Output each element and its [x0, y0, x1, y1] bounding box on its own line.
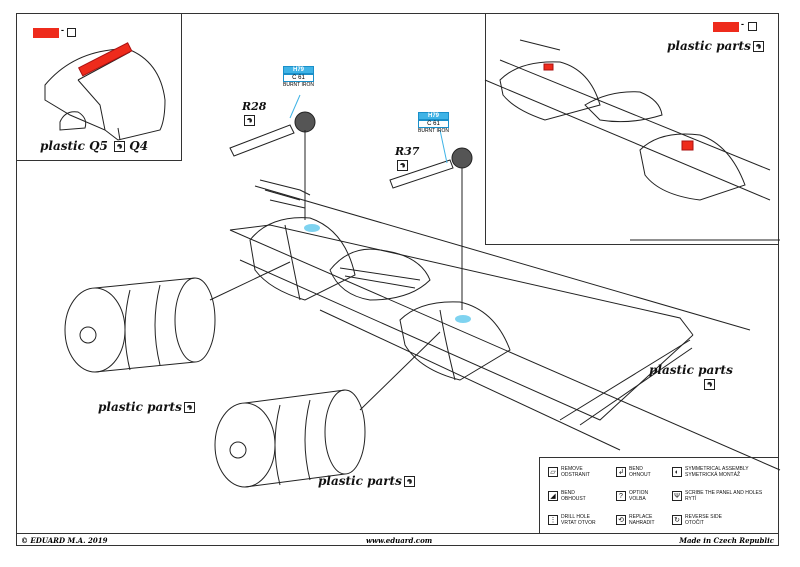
- equals-sign: -: [741, 19, 744, 29]
- part-number-r28: R28: [242, 100, 266, 126]
- wing-outline: [229, 179, 781, 471]
- legend-label-cz: NAHRADIT: [629, 520, 655, 526]
- label-plastic-parts-left: plastic parts: [98, 400, 195, 414]
- legend-label: REVERSE SIDE: [685, 514, 722, 520]
- legend-label: OPTION: [629, 490, 649, 496]
- symmetrical-assembly-icon: [397, 159, 408, 171]
- label-plastic-q5: plastic Q5 Q4: [40, 139, 148, 153]
- part-label: R37: [395, 145, 420, 158]
- symmetrical-assembly-icon: [114, 141, 126, 152]
- website-link[interactable]: www.eduard.com: [366, 536, 433, 545]
- symmetrical-assembly-icon: [752, 41, 764, 52]
- part-label: R28: [242, 100, 267, 113]
- scribe-holes-icon: Ψ: [672, 491, 682, 501]
- legend-label-cz: OHNOUT: [629, 472, 651, 478]
- label-text: plastic parts: [98, 400, 182, 414]
- made-in-label: Made in Czech Republic: [679, 536, 774, 545]
- paint-code: H79: [283, 66, 315, 74]
- paint-name: BURNT IRON: [418, 128, 450, 134]
- remove-icon: [67, 28, 76, 37]
- instruction-sheet: [16, 13, 779, 546]
- bend-icon: ↲: [616, 467, 626, 477]
- engine-part-lower: [214, 331, 441, 488]
- red-part-mark: [681, 140, 694, 151]
- paint-callout-r37: H79 C 61 BURNT IRON: [418, 112, 450, 134]
- paint-subcode: C 61: [283, 74, 315, 82]
- gun-barrel-R28: [229, 94, 316, 220]
- legend-label: BEND: [561, 490, 575, 496]
- paint-code: H79: [418, 112, 450, 120]
- paint-callout-r28: H79 C 61 BURNT IRON: [283, 66, 315, 88]
- legend-label-cz: RYTÍ: [685, 496, 697, 502]
- symmetrical-assembly-icon: [403, 476, 415, 487]
- legend-label: REMOVE: [561, 466, 583, 472]
- gun-fairings: [249, 217, 511, 381]
- symmetrical-assembly-icon: [244, 114, 255, 126]
- copyright: © EDUARD M.A. 2019: [21, 536, 108, 545]
- legend-label-cz: VOLBA: [629, 496, 646, 502]
- paint-name: BURNT IRON: [283, 82, 315, 88]
- remove-icon: [748, 22, 757, 31]
- drill-hole-icon: ⋮: [548, 515, 558, 525]
- label-plastic-parts-right: plastic parts: [649, 363, 733, 391]
- red-part-mark: [543, 63, 554, 71]
- label-suffix: Q4: [129, 139, 149, 153]
- paint-swatch-red: [33, 28, 59, 38]
- paint-subcode: C 61: [418, 120, 450, 128]
- inset-detail-right: [485, 13, 779, 245]
- inset-detail-left: [16, 13, 182, 161]
- inset-wing: [484, 39, 780, 241]
- cowling-detail: [44, 42, 166, 141]
- reverse-side-icon: ↻: [672, 515, 682, 525]
- legend-label: BEND: [629, 466, 643, 472]
- symmetrical-assembly-icon: ◐: [672, 467, 682, 477]
- paint-mark-blue: [455, 315, 471, 323]
- symmetrical-assembly-icon: [704, 379, 716, 390]
- legend-label: SCRIBE THE PANEL AND HOLES: [685, 490, 763, 496]
- footer: © EDUARD M.A. 2019 www.eduard.com Made i…: [16, 533, 779, 546]
- engine-part-upper: [64, 261, 291, 373]
- equals-sign: -: [61, 25, 64, 35]
- remove-icon: ▱: [548, 467, 558, 477]
- legend-label: REPLACE: [629, 514, 653, 520]
- legend-label-cz: OTOČIT: [685, 520, 704, 526]
- part-number-r37: R37: [395, 145, 419, 171]
- symmetrical-assembly-icon: [183, 402, 195, 413]
- legend-label-cz: ODSTRANIT: [561, 472, 590, 478]
- bend-around-icon: ◢: [548, 491, 558, 501]
- legend-label: DRILL HOLE: [561, 514, 590, 520]
- label-text: plastic parts: [318, 474, 402, 488]
- legend-label-cz: VRTAT OTVOR: [561, 520, 596, 526]
- label-text: plastic parts: [649, 363, 733, 377]
- legend-label: SYMMETRICAL ASSEMBLY: [685, 466, 749, 472]
- replace-icon: ⟲: [616, 515, 626, 525]
- option-icon: ?: [616, 491, 626, 501]
- paint-swatch-red: [713, 22, 739, 32]
- label-plastic-parts-center: plastic parts: [318, 474, 415, 488]
- gun-barrel-R37: [389, 129, 473, 310]
- label-text: plastic Q5: [40, 139, 108, 153]
- legend-label-cz: SYMETRICKÁ MONTÁŽ: [685, 472, 741, 478]
- red-part-highlight: [78, 42, 133, 77]
- legend-label-cz: OBHOUST: [561, 496, 586, 502]
- label-text: plastic parts: [667, 39, 751, 53]
- paint-mark-blue: [304, 224, 320, 232]
- label-plastic-parts-inset: plastic parts: [667, 39, 764, 53]
